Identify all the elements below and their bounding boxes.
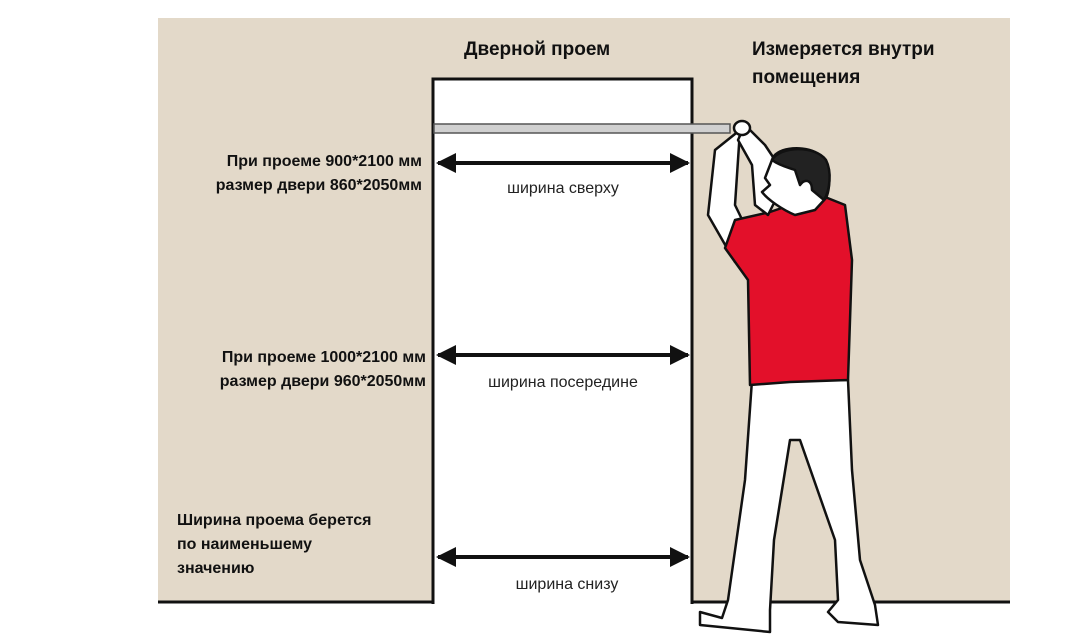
- person-measuring: [698, 119, 880, 634]
- caption-width-top: ширина сверху: [507, 180, 619, 197]
- note-line: При проеме 900*2100 мм: [226, 153, 422, 170]
- note-line: размер двери 860*2050мм: [215, 177, 422, 194]
- note-1000: При проеме 1000*2100 мм размер двери 960…: [160, 346, 426, 394]
- note-900: При проеме 900*2100 мм размер двери 860*…: [160, 150, 422, 198]
- title-door-opening: Дверной проем: [464, 39, 611, 60]
- person-legs: [698, 378, 880, 634]
- title-measured-inside: Измеряется внутри помещения: [752, 36, 935, 92]
- note-line: значению: [177, 560, 255, 577]
- tape-case: [732, 119, 752, 137]
- note-line: размер двери 960*2050мм: [219, 373, 426, 390]
- caption-width-bottom: ширина снизу: [515, 576, 619, 593]
- note-line: Ширина проема берется: [177, 512, 372, 529]
- door-opening: [431, 77, 694, 604]
- note-smallest: Ширина проема берется по наименьшему зна…: [177, 509, 372, 581]
- person-hair: [770, 147, 831, 202]
- title-inside-line: помещения: [752, 67, 861, 88]
- tape-measure: [433, 123, 731, 134]
- note-line: по наименьшему: [177, 536, 313, 553]
- title-inside-line: Измеряется внутри: [752, 39, 935, 60]
- note-line: При проеме 1000*2100 мм: [221, 349, 426, 366]
- caption-width-middle: ширина посередине: [488, 374, 638, 391]
